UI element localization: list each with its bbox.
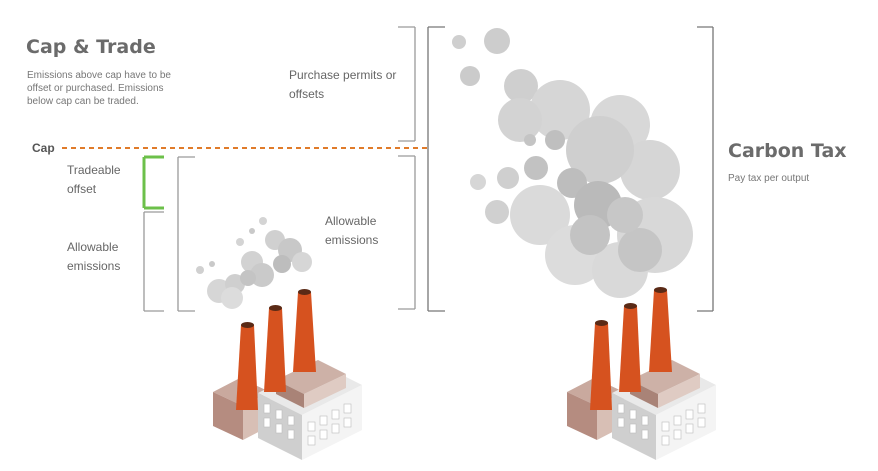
carbon-tax-description: Pay tax per output — [728, 173, 810, 184]
tradeable-bracket — [142, 155, 164, 210]
purchase-permits-label: Purchase permits or offsets — [289, 68, 397, 101]
smoke-right — [452, 28, 693, 298]
total-bracket-right-a — [427, 26, 445, 312]
factory-left — [213, 289, 362, 460]
carbon-tax-title: Carbon Tax — [728, 140, 847, 162]
allowable-emissions-left-label: Allowable emissions — [67, 240, 121, 273]
cap-trade-title: Cap & Trade — [26, 36, 156, 58]
allowable-emissions-right-label: Allowable emissions — [325, 214, 379, 247]
total-bracket-right-b — [697, 26, 714, 312]
smoke-left — [196, 217, 312, 309]
total-bracket-left — [177, 156, 195, 312]
cap-trade-description: Emissions above cap have to be offset or… — [27, 70, 171, 107]
tradeable-offset-label: Tradeable offset — [67, 163, 121, 196]
factory-right — [567, 287, 716, 460]
allowable-bracket-left — [143, 211, 164, 312]
allowable-bracket-right — [398, 155, 416, 310]
cap-label: Cap — [32, 141, 55, 155]
purchase-bracket — [398, 26, 416, 142]
